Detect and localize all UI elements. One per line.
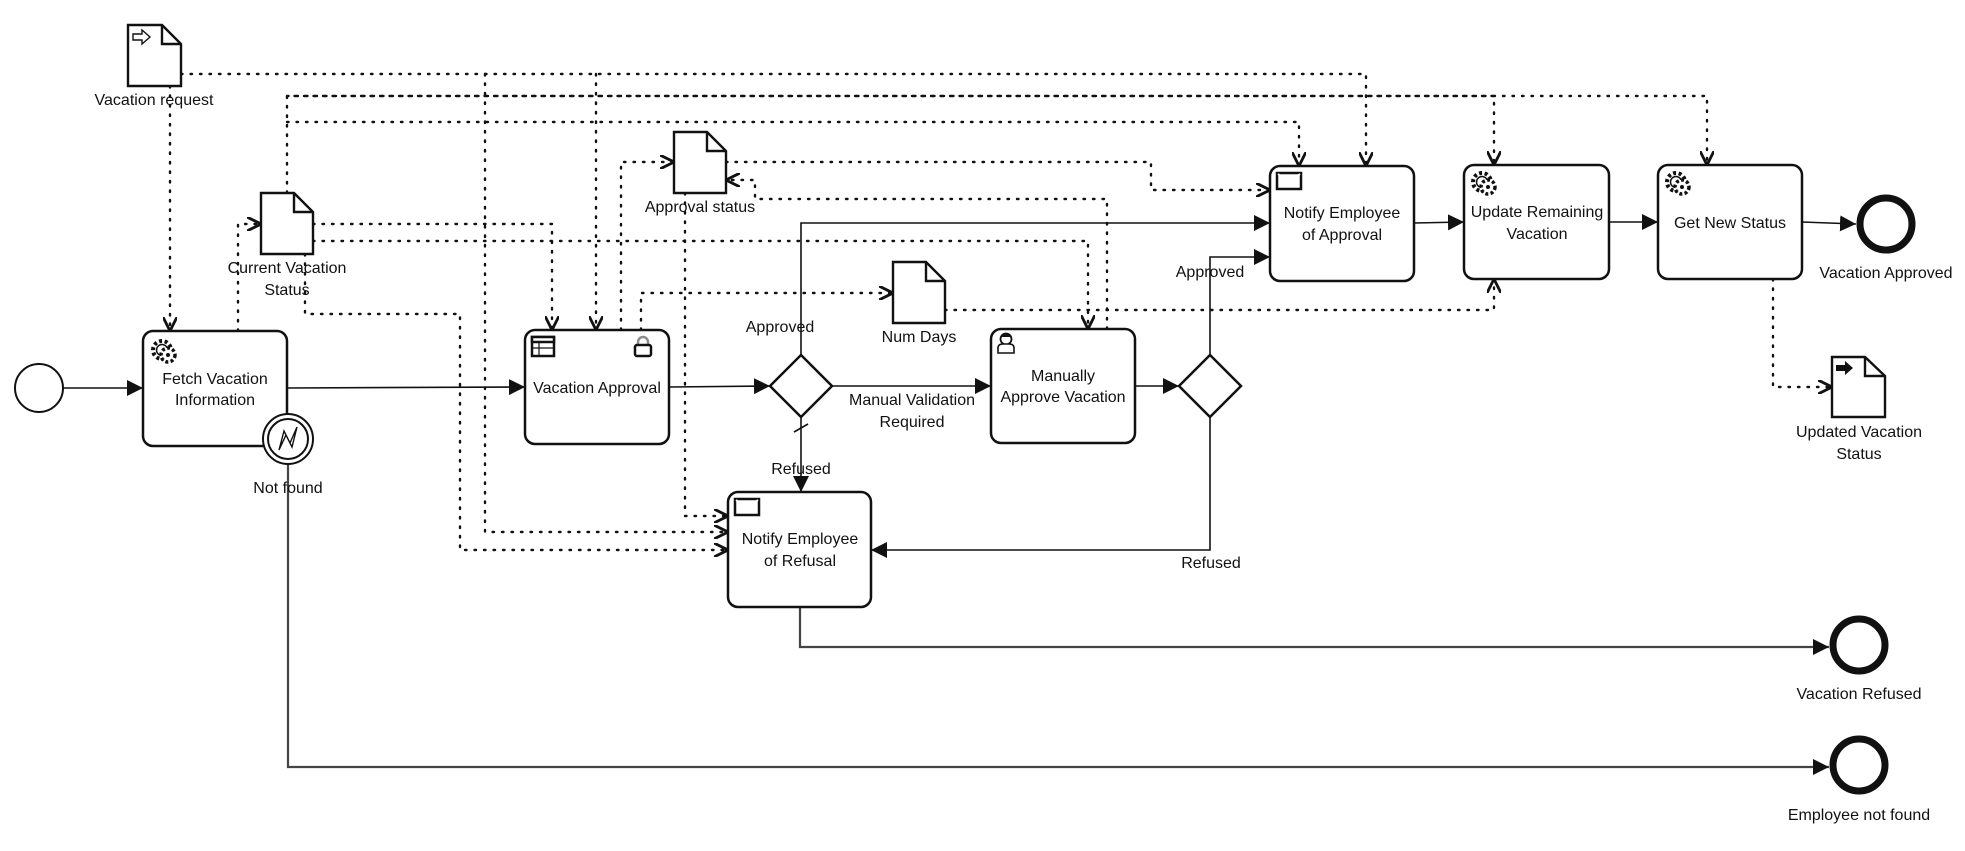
task-notify-employee-of-refusal[interactable]: Notify Employee of Refusal: [726, 490, 873, 609]
flow-not-found-to-end[interactable]: [286, 464, 1829, 775]
table-icon: [530, 335, 556, 358]
task-label: Manually: [1031, 368, 1095, 385]
flow-fetch-to-approval[interactable]: [286, 379, 526, 396]
assoc-request-to-notify-approval[interactable]: [179, 72, 1366, 168]
user-icon: [997, 332, 1015, 354]
task-notify-employee-of-approval[interactable]: Notify Employee of Approval: [1268, 164, 1416, 283]
task-label: Approve Vacation: [1000, 389, 1125, 406]
output-arrow-icon: [1836, 361, 1853, 375]
start-event[interactable]: [14, 363, 64, 413]
task-update-remaining-vacation[interactable]: Update Remaining Vacation: [1462, 163, 1611, 281]
end-event-employee-not-found[interactable]: [1829, 735, 1889, 795]
data-object-label: Approval status: [645, 199, 755, 216]
assoc-status-to-approval[interactable]: [311, 222, 552, 332]
assoc-manual-to-approval-status[interactable]: [724, 180, 1109, 331]
task-label: Vacation: [1506, 226, 1567, 243]
data-object-label: Current Vacation: [228, 260, 347, 277]
assoc-approval-to-approval-status[interactable]: [619, 162, 676, 332]
flow-gw1-approved[interactable]: [800, 215, 1270, 355]
gear-icon: [1471, 171, 1497, 196]
task-label: Notify Employee: [1284, 205, 1401, 222]
data-object-current-vacation-status[interactable]: Current Vacation Status: [228, 191, 347, 299]
label-vacation-refused: Vacation Refused: [1796, 686, 1921, 703]
flow-approval-to-gw1[interactable]: [668, 378, 771, 395]
data-object-updated-vacation-status[interactable]: Updated Vacation Status: [1796, 355, 1922, 463]
label-gw1-manual-2: Required: [880, 414, 945, 431]
task-label: of Approval: [1302, 227, 1382, 244]
task-vacation-approval[interactable]: Vacation Approval: [523, 328, 671, 446]
label-gw1-refused: Refused: [771, 461, 831, 478]
assoc-status-to-notify-approval[interactable]: [285, 120, 1299, 168]
flow-get-new-to-end[interactable]: [1801, 215, 1857, 232]
assoc-status-to-refusal[interactable]: [303, 252, 730, 550]
end-event-vacation-approved[interactable]: [1856, 194, 1916, 254]
label-employee-not-found: Employee not found: [1788, 807, 1930, 824]
flow-refusal-to-end[interactable]: [798, 607, 1829, 655]
label-not-found: Not found: [253, 480, 322, 497]
input-arrow-icon: [132, 28, 152, 46]
task-label: Update Remaining: [1471, 204, 1604, 221]
task-label: Get New Status: [1674, 215, 1786, 232]
envelope-icon: [733, 497, 761, 517]
envelope-icon: [1275, 171, 1303, 191]
data-associations: [170, 72, 1834, 550]
exclusive-gateway-manual-decision[interactable]: [1177, 353, 1243, 419]
data-object-num-days[interactable]: Num Days: [882, 260, 957, 346]
assoc-get-new-to-updated[interactable]: [1771, 277, 1834, 387]
task-get-new-status[interactable]: Get New Status: [1656, 163, 1804, 281]
task-fetch-vacation-information[interactable]: Fetch Vacation Information: [141, 329, 289, 448]
label-gw1-approved: Approved: [746, 319, 815, 336]
assoc-status-to-update[interactable]: [285, 94, 1494, 195]
assoc-fetch-to-status[interactable]: [236, 224, 263, 333]
end-event-vacation-refused[interactable]: [1829, 615, 1889, 675]
error-icon: [278, 426, 298, 451]
label-vacation-approved: Vacation Approved: [1819, 265, 1952, 282]
exclusive-gateway-approval-decision[interactable]: [768, 353, 834, 419]
assoc-status-to-manual[interactable]: [311, 239, 1088, 331]
flow-notify-to-update[interactable]: [1413, 214, 1465, 231]
flow-gw2-approved[interactable]: [1209, 249, 1270, 355]
task-label: Vacation Approval: [533, 380, 661, 397]
assoc-approval-to-num-days[interactable]: [639, 293, 895, 332]
assoc-approval-status-to-notify-approval[interactable]: [724, 160, 1272, 190]
boundary-error-event[interactable]: [262, 413, 314, 465]
assoc-approval-status-to-refusal[interactable]: [683, 191, 730, 516]
default-flow-marker: [793, 423, 809, 433]
label-gw2-approved: Approved: [1176, 264, 1245, 281]
label-gw1-manual-1: Manual Validation: [849, 392, 975, 409]
label-gw2-refused: Refused: [1181, 555, 1241, 572]
data-object-label: Updated Vacation: [1796, 424, 1922, 441]
task-manually-approve-vacation[interactable]: Manually Approve Vacation: [989, 327, 1137, 445]
assoc-request-to-refusal[interactable]: [483, 72, 730, 532]
data-object-label: Vacation request: [95, 92, 214, 109]
task-label: Fetch Vacation: [162, 371, 268, 388]
data-object-approval-status[interactable]: Approval status: [645, 130, 755, 216]
flow-gw2-refused[interactable]: [871, 417, 1211, 558]
task-label: of Refusal: [764, 553, 836, 570]
lock-icon: [633, 335, 653, 358]
data-object-label: Status: [1836, 446, 1881, 463]
data-object-label: Num Days: [882, 329, 957, 346]
sequence-flows: [63, 214, 1857, 775]
gear-icon: [151, 339, 177, 364]
gear-icon: [1665, 171, 1691, 196]
assoc-num-days-to-update[interactable]: [943, 277, 1494, 312]
task-label: Information: [175, 392, 255, 409]
data-object-vacation-request[interactable]: Vacation request: [95, 23, 214, 109]
task-label: Notify Employee: [742, 531, 859, 548]
data-object-label: Status: [264, 282, 309, 299]
